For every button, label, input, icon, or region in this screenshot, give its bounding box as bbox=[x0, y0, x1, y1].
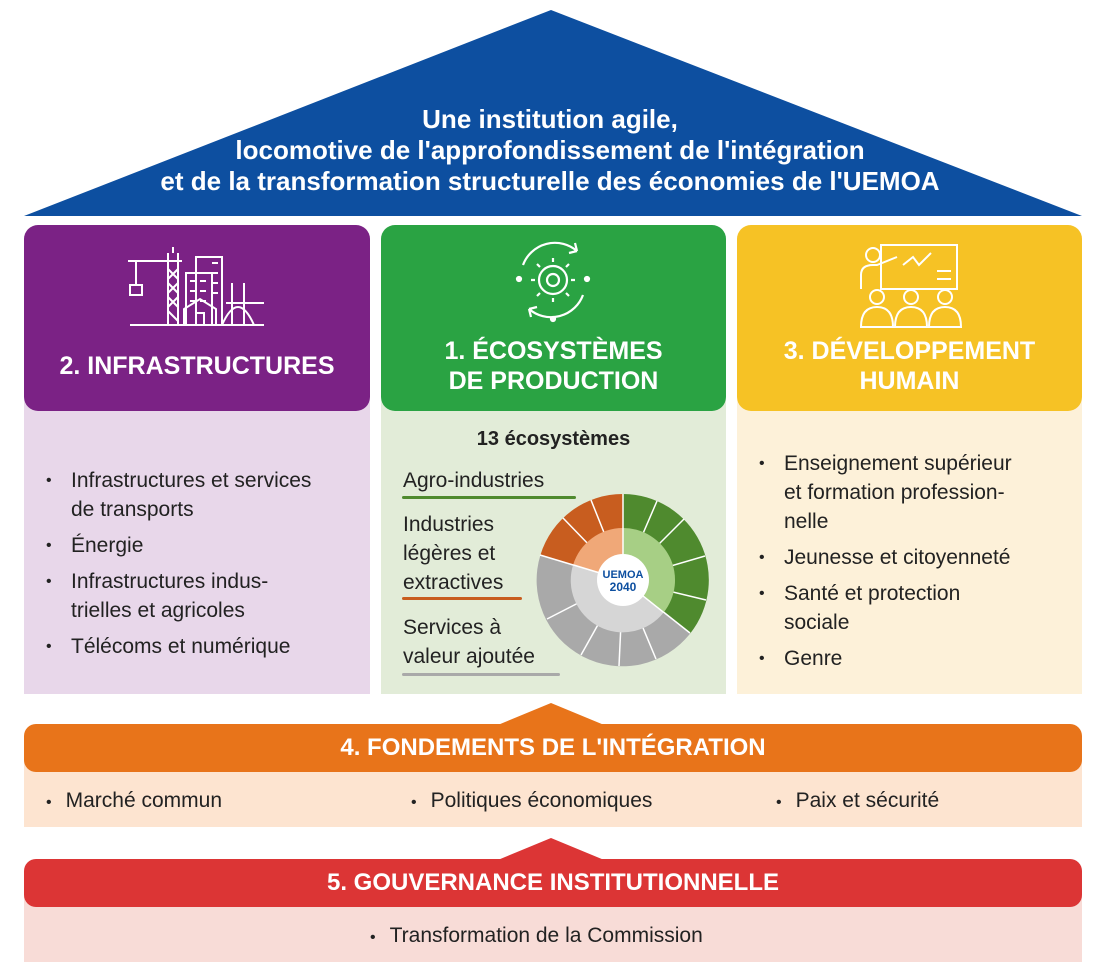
list-item: Jeunesse et citoyenneté bbox=[759, 543, 1079, 572]
industries-underline bbox=[402, 597, 522, 600]
eco-group-label: Industries bbox=[403, 513, 495, 536]
roof bbox=[24, 10, 1082, 216]
list-item-text: Infrastructures et services bbox=[71, 469, 312, 492]
list-item: Genre bbox=[759, 644, 1079, 673]
band4-item: •Politiques économiques bbox=[411, 789, 653, 812]
band5-item: •Transformation de la Commission bbox=[370, 924, 703, 947]
eco-group-label: Agro-industries bbox=[403, 469, 545, 492]
eco-group-label: extractives bbox=[403, 571, 504, 594]
eco-group-label: légères et bbox=[403, 542, 496, 565]
list-item: Enseignement supérieur et formation prof… bbox=[759, 449, 1079, 536]
ecosystemes-title-line: 1. ÉCOSYSTÈMES bbox=[444, 337, 663, 365]
list-item-text: Télécoms et numérique bbox=[71, 635, 291, 658]
list-item-text: trielles et agricoles bbox=[71, 599, 245, 622]
band4-item-text: Politiques économiques bbox=[430, 789, 653, 812]
roof-line: et de la transformation structurelle des… bbox=[160, 166, 940, 196]
ecosystemes-header: 1. ÉCOSYSTÈMES DE PRODUCTION bbox=[381, 225, 726, 411]
list-item-text: sociale bbox=[784, 611, 850, 634]
wheel-center-text: UEMOA bbox=[603, 569, 644, 581]
eco-group-services: Services à valeur ajoutée bbox=[403, 613, 535, 671]
roof-triangle bbox=[24, 10, 1082, 216]
list-item: Énergie bbox=[46, 531, 366, 560]
list-item-text: nelle bbox=[784, 510, 829, 533]
band5-body bbox=[24, 896, 1082, 962]
infrastructures-list: Infrastructures et services de transport… bbox=[46, 466, 366, 668]
wheel-center-text: 2040 bbox=[610, 580, 637, 594]
eco-group-agro: Agro-industries bbox=[403, 466, 544, 495]
eco-group-label: valeur ajoutée bbox=[403, 645, 535, 668]
eco-group-industries: Industries légères et extractives bbox=[403, 510, 503, 597]
band4-item-text: Paix et sécurité bbox=[795, 789, 940, 812]
band5-item-text: Transformation de la Commission bbox=[389, 924, 703, 947]
list-item: Infrastructures indus- trielles et agric… bbox=[46, 567, 366, 625]
list-item-text: Genre bbox=[784, 647, 843, 670]
list-item-text: Infrastructures indus- bbox=[71, 570, 269, 593]
band4-item-text: Marché commun bbox=[65, 789, 222, 812]
developpement-header: 3. DÉVELOPPEMENT HUMAIN bbox=[737, 225, 1082, 411]
ecosystem-wheel: UEMOA 2040 bbox=[536, 493, 709, 667]
wheel-center bbox=[597, 554, 649, 606]
band4-item: •Paix et sécurité bbox=[776, 789, 940, 812]
infrastructures-header: 2. INFRASTRUCTURES bbox=[24, 225, 370, 411]
band4-arrow bbox=[493, 703, 609, 727]
list-item-text: Jeunesse et citoyenneté bbox=[784, 546, 1011, 569]
band4-item: •Marché commun bbox=[46, 789, 222, 812]
ecosystemes-subtitle: 13 écosystèmes bbox=[476, 428, 631, 450]
developpement-title-line: HUMAIN bbox=[859, 367, 960, 395]
list-item-text: de transports bbox=[71, 498, 194, 521]
band5-arrow bbox=[493, 838, 609, 862]
infrastructures-title: 2. INFRASTRUCTURES bbox=[59, 352, 335, 380]
developpement-list: Enseignement supérieur et formation prof… bbox=[759, 449, 1079, 680]
list-item: Santé et protection sociale bbox=[759, 579, 1079, 637]
list-item: Télécoms et numérique bbox=[46, 632, 366, 661]
ecosystemes-title-line: DE PRODUCTION bbox=[448, 367, 659, 395]
roof-line: locomotive de l'approfondissement de l'i… bbox=[235, 135, 865, 165]
list-item: Infrastructures et services de transport… bbox=[46, 466, 366, 524]
training-presentation-icon bbox=[859, 244, 963, 328]
list-item-text: et formation profession- bbox=[784, 481, 1005, 504]
band4-header: 4. FONDEMENTS DE L'INTÉGRATION bbox=[24, 724, 1082, 772]
services-underline bbox=[402, 673, 560, 676]
eco-group-label: Services à bbox=[403, 616, 502, 639]
list-item-text: Énergie bbox=[71, 534, 144, 557]
list-item-text: Santé et protection bbox=[784, 582, 961, 605]
roof-line: Une institution agile, bbox=[422, 104, 678, 134]
developpement-title-line: 3. DÉVELOPPEMENT bbox=[783, 337, 1036, 365]
agro-underline bbox=[402, 496, 576, 499]
band5-header: 5. GOUVERNANCE INSTITUTIONNELLE bbox=[24, 859, 1082, 907]
list-item-text: Enseignement supérieur bbox=[784, 452, 1012, 475]
wheel-inner-agro bbox=[623, 528, 676, 613]
gear-cycle-icon bbox=[515, 241, 591, 323]
construction-city-icon bbox=[128, 247, 264, 326]
roof-title: Une institution agile, locomotive de l'a… bbox=[150, 104, 950, 197]
